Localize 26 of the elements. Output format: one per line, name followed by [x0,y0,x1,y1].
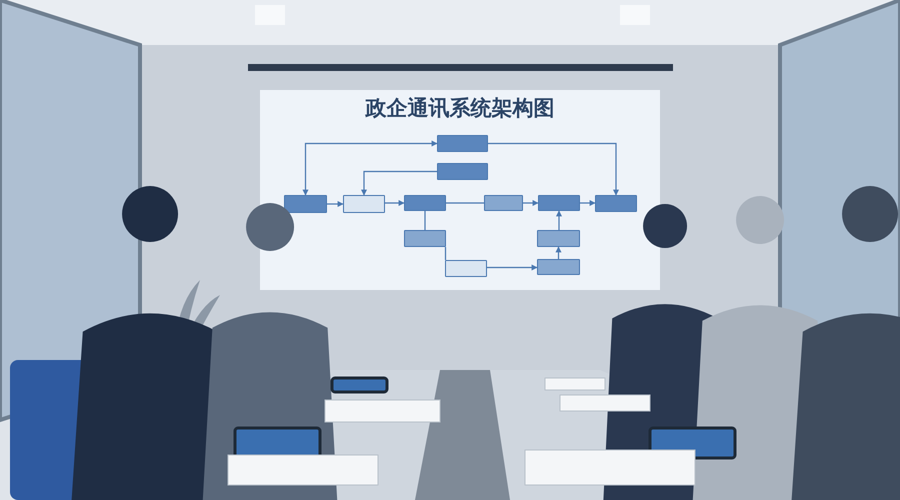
connector-line [446,202,484,204]
arrow [361,170,437,196]
arrow [488,142,619,196]
arrow [523,200,539,206]
process-box [595,195,637,212]
process-box [404,195,446,211]
process-box [343,195,385,213]
arrow [385,200,405,206]
process-box [284,195,327,213]
arrow [556,210,562,230]
connector-line [424,211,426,230]
process-box [537,230,580,247]
arrow [302,140,438,196]
process-box [437,135,488,152]
arrow [487,264,538,270]
process-box [404,230,446,247]
arrow [580,200,596,206]
diagram-title: 政企通讯系统架构图 [364,95,556,122]
process-box [538,195,580,211]
process-box [437,163,488,180]
process-box [484,195,523,211]
arrow [556,246,562,259]
process-box [537,259,580,275]
arrow [327,201,344,207]
process-box [445,260,487,277]
connector-line [444,247,446,260]
